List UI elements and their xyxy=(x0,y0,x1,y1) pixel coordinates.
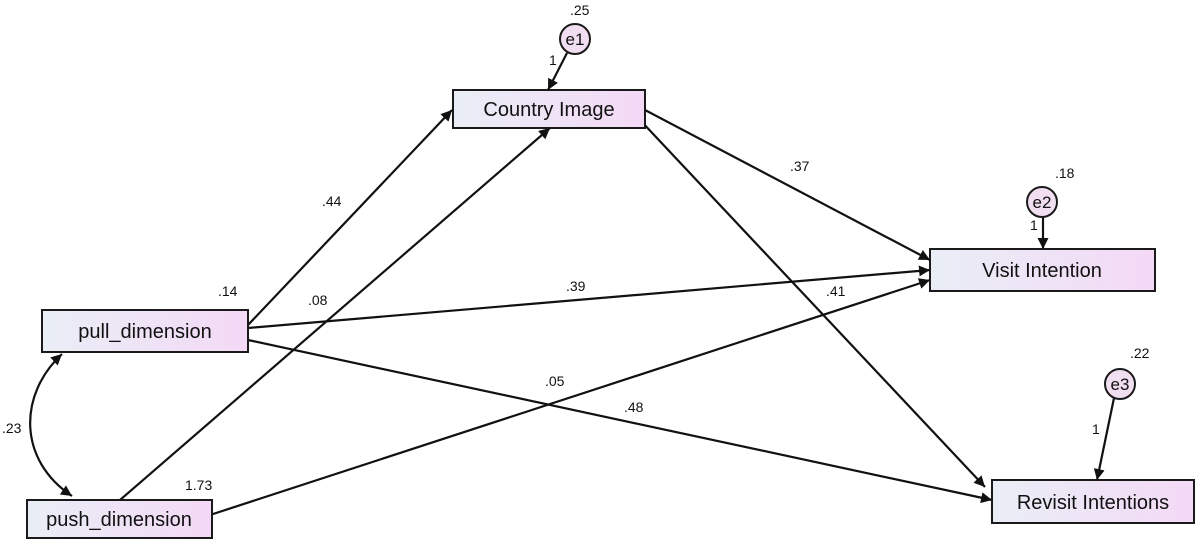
push-dimension-label: push_dimension xyxy=(46,509,192,531)
coef-pull-to-revisit: .48 xyxy=(624,399,644,415)
node-push-dimension[interactable]: push_dimension xyxy=(26,499,213,539)
pull-dimension-variance: .14 xyxy=(218,283,238,299)
e1-weight: 1 xyxy=(549,52,557,68)
coef-push-to-visit: .05 xyxy=(545,373,565,389)
node-pull-dimension[interactable]: pull_dimension xyxy=(41,309,249,353)
path-pull-to-country xyxy=(247,109,453,326)
e3-weight: 1 xyxy=(1092,421,1100,437)
path-pull-to-revisit xyxy=(247,338,993,504)
e1-label: e1 xyxy=(566,30,585,49)
error-e2[interactable]: e2 xyxy=(1026,186,1058,218)
path-pull-to-visit xyxy=(247,265,931,330)
revisit-intentions-label: Revisit Intentions xyxy=(1017,492,1169,514)
visit-intention-variance: .18 xyxy=(1055,165,1075,181)
node-country-image[interactable]: Country Image xyxy=(452,89,646,129)
coef-pull-to-country: .44 xyxy=(322,193,342,209)
coef-push-to-country: .08 xyxy=(308,292,328,308)
path-e3-to-revisit xyxy=(1093,397,1116,481)
error-e3[interactable]: e3 xyxy=(1104,368,1136,400)
e2-label: e2 xyxy=(1033,193,1052,212)
node-revisit-intentions[interactable]: Revisit Intentions xyxy=(991,479,1195,524)
node-visit-intention[interactable]: Visit Intention xyxy=(929,248,1156,292)
path-push-to-visit xyxy=(209,278,931,517)
push-dimension-variance: 1.73 xyxy=(185,477,212,493)
revisit-intentions-variance: .22 xyxy=(1130,345,1150,361)
e2-weight: 1 xyxy=(1030,217,1038,233)
path-e1-to-country xyxy=(547,52,568,91)
coef-country-to-visit: .37 xyxy=(790,158,810,174)
e3-label: e3 xyxy=(1111,375,1130,394)
path-country-to-revisit xyxy=(639,119,986,488)
coef-pull-to-visit: .39 xyxy=(566,278,586,294)
covariance-pull-push xyxy=(29,353,73,497)
path-push-to-country xyxy=(119,127,551,501)
error-e1[interactable]: e1 xyxy=(559,23,591,55)
coef-pull-push-covariance: .23 xyxy=(2,420,22,436)
visit-intention-label: Visit Intention xyxy=(982,260,1102,282)
country-image-variance: .25 xyxy=(570,2,590,18)
path-country-to-visit xyxy=(644,109,931,261)
coef-country-to-revisit: .41 xyxy=(826,283,846,299)
pull-dimension-label: pull_dimension xyxy=(78,321,211,343)
country-image-label: Country Image xyxy=(483,99,614,121)
